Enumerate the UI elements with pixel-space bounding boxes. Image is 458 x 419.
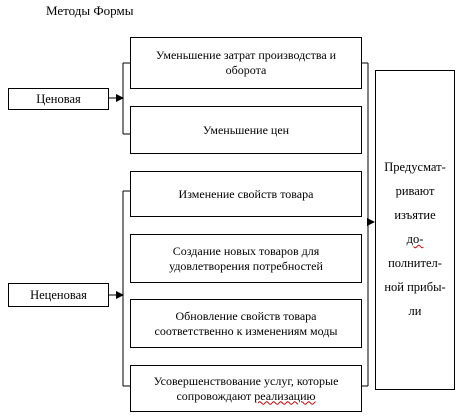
box-improve-services-line1: Усовершенствование услуг, которые xyxy=(153,373,339,388)
box-change-properties-text: Изменение свойств товара xyxy=(178,186,314,201)
side-note-line4: полнител- xyxy=(388,256,442,270)
price-method-label: Ценовая xyxy=(8,88,109,110)
box-change-properties: Изменение свойств товара xyxy=(130,171,362,217)
box-update-fashion-line2: соответственно к изменениям моды xyxy=(154,323,338,338)
side-note-line5: ной прибы- xyxy=(384,280,446,294)
box-improve-services-line2: сопровождают реализацию xyxy=(154,389,339,404)
box-update-fashion: Обновление свойств товара соответственно… xyxy=(130,299,362,348)
side-note-line6: ли xyxy=(408,304,422,318)
nonprice-method-text: Неценовая xyxy=(30,287,87,302)
side-note-box: Предусмат- ривают изъятие до- полнител- … xyxy=(375,70,455,390)
side-note-line2: ривают xyxy=(395,184,435,198)
side-note-line1: Предусмат- xyxy=(384,160,446,174)
box-new-products-line2: удовлетворения потребностей xyxy=(169,258,323,273)
diagram-title: Методы Формы xyxy=(46,3,134,18)
box-update-fashion-line1: Обновление свойств товара xyxy=(175,308,317,323)
box-reduce-costs: Уменьшение затрат производства и оборота xyxy=(130,37,362,89)
side-note-line3-pre: изъятие xyxy=(394,208,436,222)
box-reduce-prices: Уменьшение цен xyxy=(130,106,362,154)
box-improve-services: Усовершенствование услуг, которые сопров… xyxy=(130,365,362,412)
box-improve-services-line2-underlined: реализацию xyxy=(254,388,316,403)
box-reduce-costs-line2: оборота xyxy=(225,63,267,77)
side-note-line3: изъятие до- xyxy=(376,203,454,251)
box-improve-services-line2-pre: сопровождают xyxy=(176,388,255,403)
nonprice-method-label: Неценовая xyxy=(8,283,109,307)
box-new-products: Создание новых товаров для удовлетворени… xyxy=(130,234,362,283)
side-note-line3-underlined: до- xyxy=(406,232,424,246)
box-reduce-costs-line1: Уменьшение затрат производства и xyxy=(155,48,337,62)
price-method-text: Ценовая xyxy=(36,91,81,106)
box-reduce-prices-text: Уменьшение цен xyxy=(202,122,290,137)
box-new-products-line1: Создание новых товаров для xyxy=(172,243,320,258)
